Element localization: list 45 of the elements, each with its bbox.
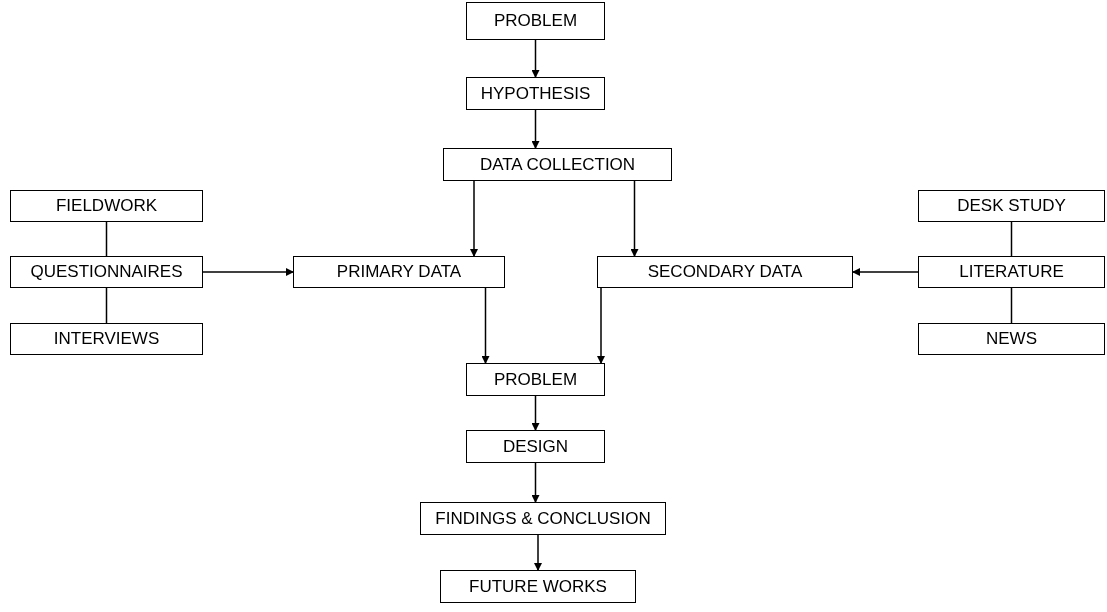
arrow bbox=[630, 180, 639, 257]
arrow bbox=[852, 268, 919, 276]
box-label: DESIGN bbox=[502, 435, 569, 458]
process-box bbox=[10, 256, 203, 288]
process-box bbox=[466, 430, 605, 463]
connector-line bbox=[1010, 221, 1013, 257]
arrow bbox=[531, 395, 540, 431]
process-box bbox=[443, 148, 672, 181]
arrow bbox=[531, 109, 540, 149]
connector-line bbox=[105, 221, 108, 257]
box-label: PRIMARY DATA bbox=[336, 261, 462, 283]
process-box bbox=[466, 363, 605, 396]
box-label: PROBLEM bbox=[493, 10, 578, 32]
arrow bbox=[597, 287, 605, 364]
box-label: INTERVIEWS bbox=[53, 328, 160, 350]
box-label: SECONDARY DATA bbox=[647, 261, 803, 283]
box-label: LITERATURE bbox=[959, 261, 1064, 283]
process-box bbox=[918, 323, 1105, 355]
process-box bbox=[918, 190, 1105, 222]
process-box bbox=[597, 256, 853, 288]
process-box bbox=[420, 502, 666, 535]
connector-line bbox=[1010, 287, 1013, 324]
arrow bbox=[534, 534, 542, 571]
box-label: DESK STUDY bbox=[957, 195, 1066, 217]
connector-line bbox=[105, 287, 108, 324]
box-label: HYPOTHESIS bbox=[480, 82, 591, 105]
box-label: QUESTIONNAIRES bbox=[30, 261, 183, 283]
box-label: FUTURE WORKS bbox=[469, 575, 607, 598]
arrow bbox=[531, 462, 540, 503]
process-box bbox=[10, 323, 203, 355]
arrow bbox=[531, 39, 540, 78]
process-box bbox=[918, 256, 1105, 288]
process-box bbox=[440, 570, 636, 603]
process-box bbox=[293, 256, 505, 288]
process-box bbox=[466, 2, 605, 40]
process-box bbox=[10, 190, 203, 222]
arrow bbox=[470, 180, 478, 257]
process-box bbox=[466, 77, 605, 110]
arrow bbox=[481, 287, 490, 364]
box-label: NEWS bbox=[986, 328, 1037, 350]
arrow bbox=[202, 268, 294, 276]
box-label: DATA COLLECTION bbox=[479, 153, 636, 176]
box-label: PROBLEM bbox=[493, 368, 578, 391]
box-label: FINDINGS & CONCLUSION bbox=[435, 507, 651, 530]
box-label: FIELDWORK bbox=[55, 195, 158, 217]
